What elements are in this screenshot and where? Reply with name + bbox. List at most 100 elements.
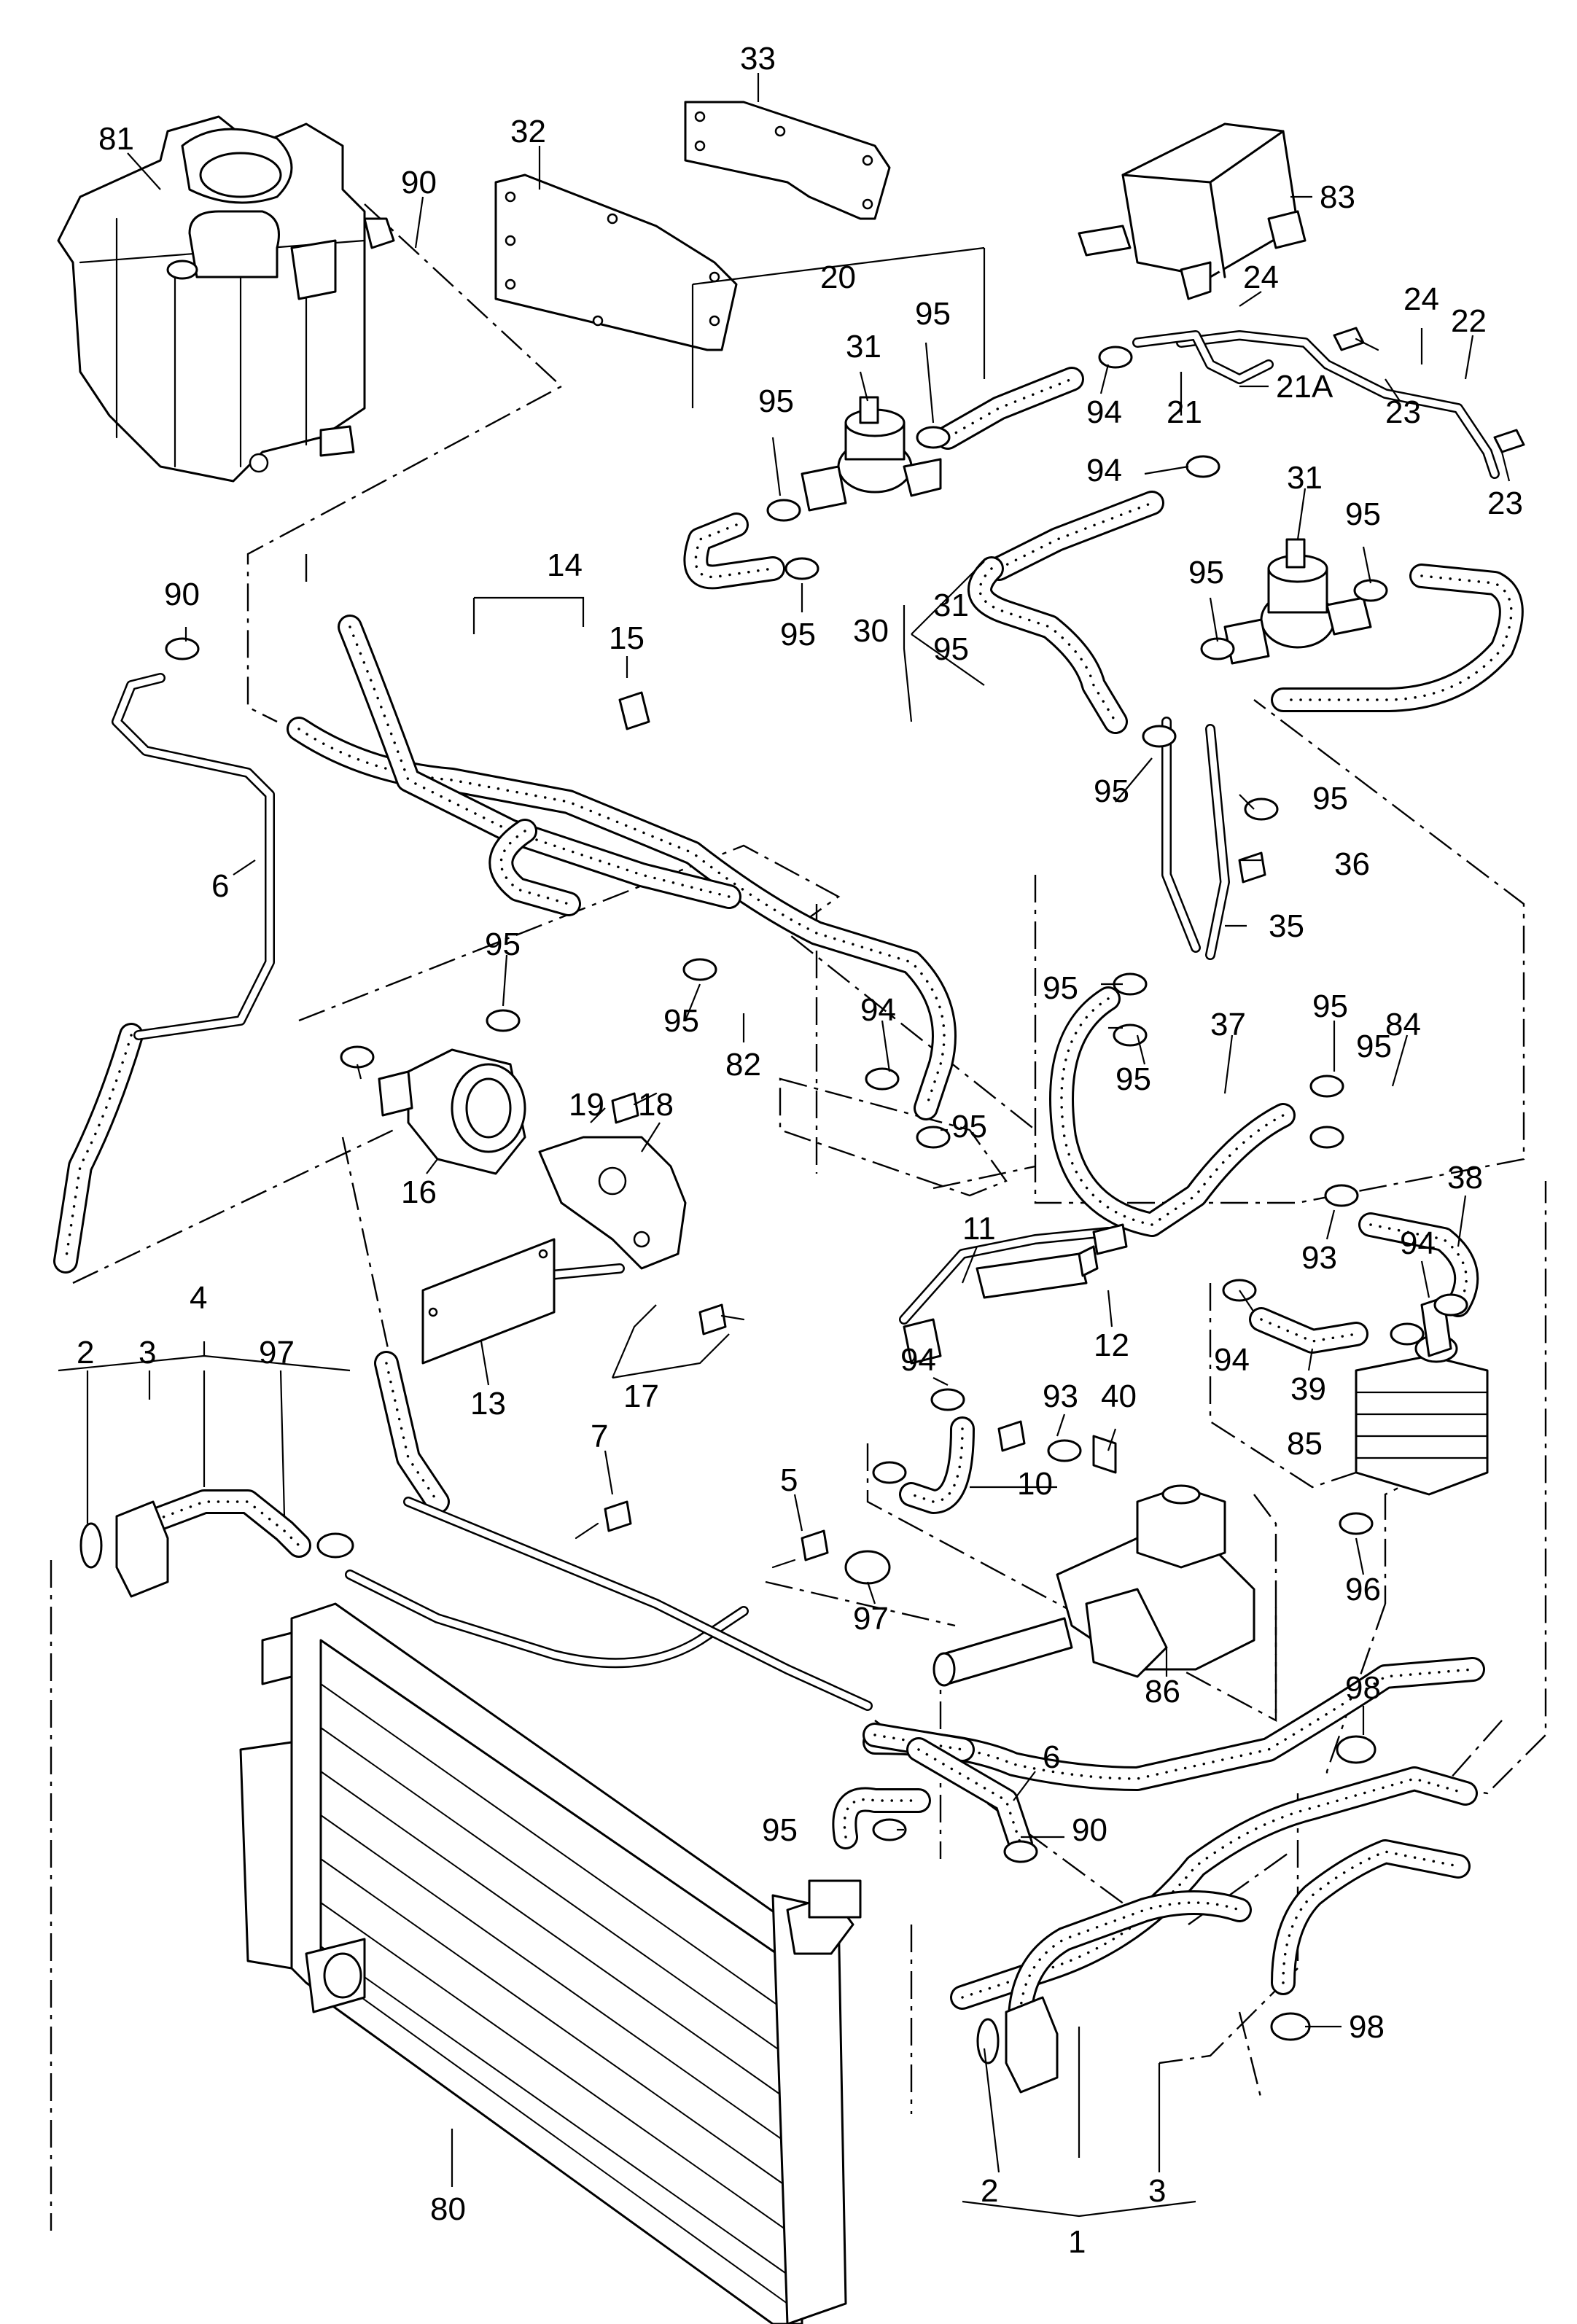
pump-bracket-18 <box>538 1136 687 1270</box>
callout-38: 38 <box>1447 1160 1483 1196</box>
callout-1: 1 <box>1068 2224 1086 2260</box>
gasket-32 <box>494 173 738 351</box>
callout-94: 94 <box>900 1342 936 1378</box>
oil-cooler-85 <box>1355 1296 1489 1496</box>
callout-94: 94 <box>1400 1225 1436 1261</box>
coolant-pipe-11 <box>903 1223 1128 1365</box>
callout-94: 94 <box>1086 394 1122 430</box>
callout-90: 90 <box>164 577 200 612</box>
callout-17: 17 <box>623 1379 659 1414</box>
callout-95: 95 <box>933 631 969 667</box>
coolant-hoses <box>53 367 1524 2054</box>
callout-3: 3 <box>139 1335 156 1370</box>
callout-36: 36 <box>1334 846 1370 882</box>
callout-2: 2 <box>77 1335 94 1370</box>
callout-95: 95 <box>915 296 951 332</box>
thermostat-housing-86 <box>932 1484 1255 1687</box>
callout-37: 37 <box>1210 1007 1246 1042</box>
callout-11: 11 <box>962 1211 996 1247</box>
callout-leader-lines <box>58 73 1511 2218</box>
callout-24: 24 <box>1403 281 1439 317</box>
callout-6: 6 <box>1043 1739 1060 1775</box>
callout-95: 95 <box>1312 989 1348 1024</box>
callout-33: 33 <box>740 41 776 77</box>
callout-40: 40 <box>1101 1379 1137 1414</box>
shutoff-valve-31-upper <box>801 396 942 512</box>
callout-80: 80 <box>430 2191 466 2227</box>
label-plate-13 <box>421 1238 556 1365</box>
callout-90: 90 <box>1072 1812 1107 1848</box>
callout-4: 4 <box>190 1280 207 1316</box>
callout-94: 94 <box>860 992 896 1028</box>
callout-94: 94 <box>1214 1342 1250 1378</box>
callout-12: 12 <box>1094 1327 1129 1363</box>
callout-95: 95 <box>758 383 794 419</box>
callout-86: 86 <box>1145 1674 1180 1709</box>
callout-31: 31 <box>1287 460 1323 496</box>
callout-96: 96 <box>1345 1572 1381 1607</box>
radiator-80 <box>239 1602 862 2324</box>
callout-95: 95 <box>1094 773 1129 809</box>
callout-7: 7 <box>591 1419 608 1454</box>
callout-95: 95 <box>1345 496 1381 532</box>
auxiliary-coolant-pump-16 <box>378 1048 526 1175</box>
callout-82: 82 <box>725 1047 761 1083</box>
callout-83: 83 <box>1320 179 1355 215</box>
callout-95: 95 <box>485 927 521 962</box>
callout-95: 95 <box>663 1003 699 1039</box>
callout-30: 30 <box>853 613 889 649</box>
callout-13: 13 <box>470 1386 506 1422</box>
callout-15: 15 <box>609 620 645 656</box>
callout-90: 90 <box>401 165 437 200</box>
callout-95: 95 <box>1356 1029 1392 1064</box>
callout-31: 31 <box>846 329 881 364</box>
callout-95: 95 <box>1043 970 1078 1006</box>
callout-95: 95 <box>951 1109 987 1145</box>
callout-98: 98 <box>1349 2009 1385 2045</box>
callout-24: 24 <box>1243 260 1279 295</box>
callout-85: 85 <box>1287 1426 1323 1462</box>
coolant-expansion-tank <box>57 115 395 483</box>
callout-98: 98 <box>1345 1670 1381 1706</box>
shutoff-valve-31-lower <box>1223 538 1372 665</box>
callout-93: 93 <box>1043 1379 1078 1414</box>
gasket-33 <box>684 101 891 220</box>
callout-18: 18 <box>638 1087 674 1123</box>
callout-39: 39 <box>1290 1371 1326 1407</box>
callout-21: 21 <box>1167 394 1202 430</box>
callout-95: 95 <box>762 1812 798 1848</box>
flange-connectors <box>79 1500 1059 2094</box>
callout-95: 95 <box>1115 1061 1151 1097</box>
cooler-module-83 <box>1078 122 1307 300</box>
callout-3: 3 <box>1148 2173 1166 2209</box>
callout-6: 6 <box>211 868 229 904</box>
callout-94: 94 <box>1086 453 1122 488</box>
callout-22: 22 <box>1451 303 1487 339</box>
callout-95: 95 <box>1188 555 1224 590</box>
callout-20: 20 <box>820 260 856 295</box>
callout-93: 93 <box>1301 1240 1337 1276</box>
callout-2: 2 <box>981 2173 998 2209</box>
callout-21A: 21A <box>1276 369 1333 405</box>
callout-95: 95 <box>780 617 816 652</box>
callout-23: 23 <box>1487 486 1523 521</box>
callout-32: 32 <box>510 114 546 149</box>
callout-23: 23 <box>1385 394 1421 430</box>
hose-clamps <box>165 260 1468 2041</box>
callout-16: 16 <box>401 1174 437 1210</box>
bolts-fasteners <box>575 327 1525 1569</box>
callout-19: 19 <box>569 1087 604 1123</box>
metal-pipes <box>112 330 1500 1711</box>
callout-14: 14 <box>547 547 583 583</box>
callout-97: 97 <box>259 1335 295 1370</box>
callout-81: 81 <box>98 121 134 157</box>
callout-labels: 81 90 32 33 83 20 95 31 95 24 24 22 94 2… <box>77 41 1523 2260</box>
callout-95: 95 <box>1312 781 1348 816</box>
callout-35: 35 <box>1269 908 1304 944</box>
callout-10: 10 <box>1017 1466 1053 1502</box>
callout-97: 97 <box>853 1601 889 1637</box>
callout-31: 31 <box>933 588 969 623</box>
callout-5: 5 <box>780 1462 798 1498</box>
callout-84: 84 <box>1385 1007 1421 1042</box>
